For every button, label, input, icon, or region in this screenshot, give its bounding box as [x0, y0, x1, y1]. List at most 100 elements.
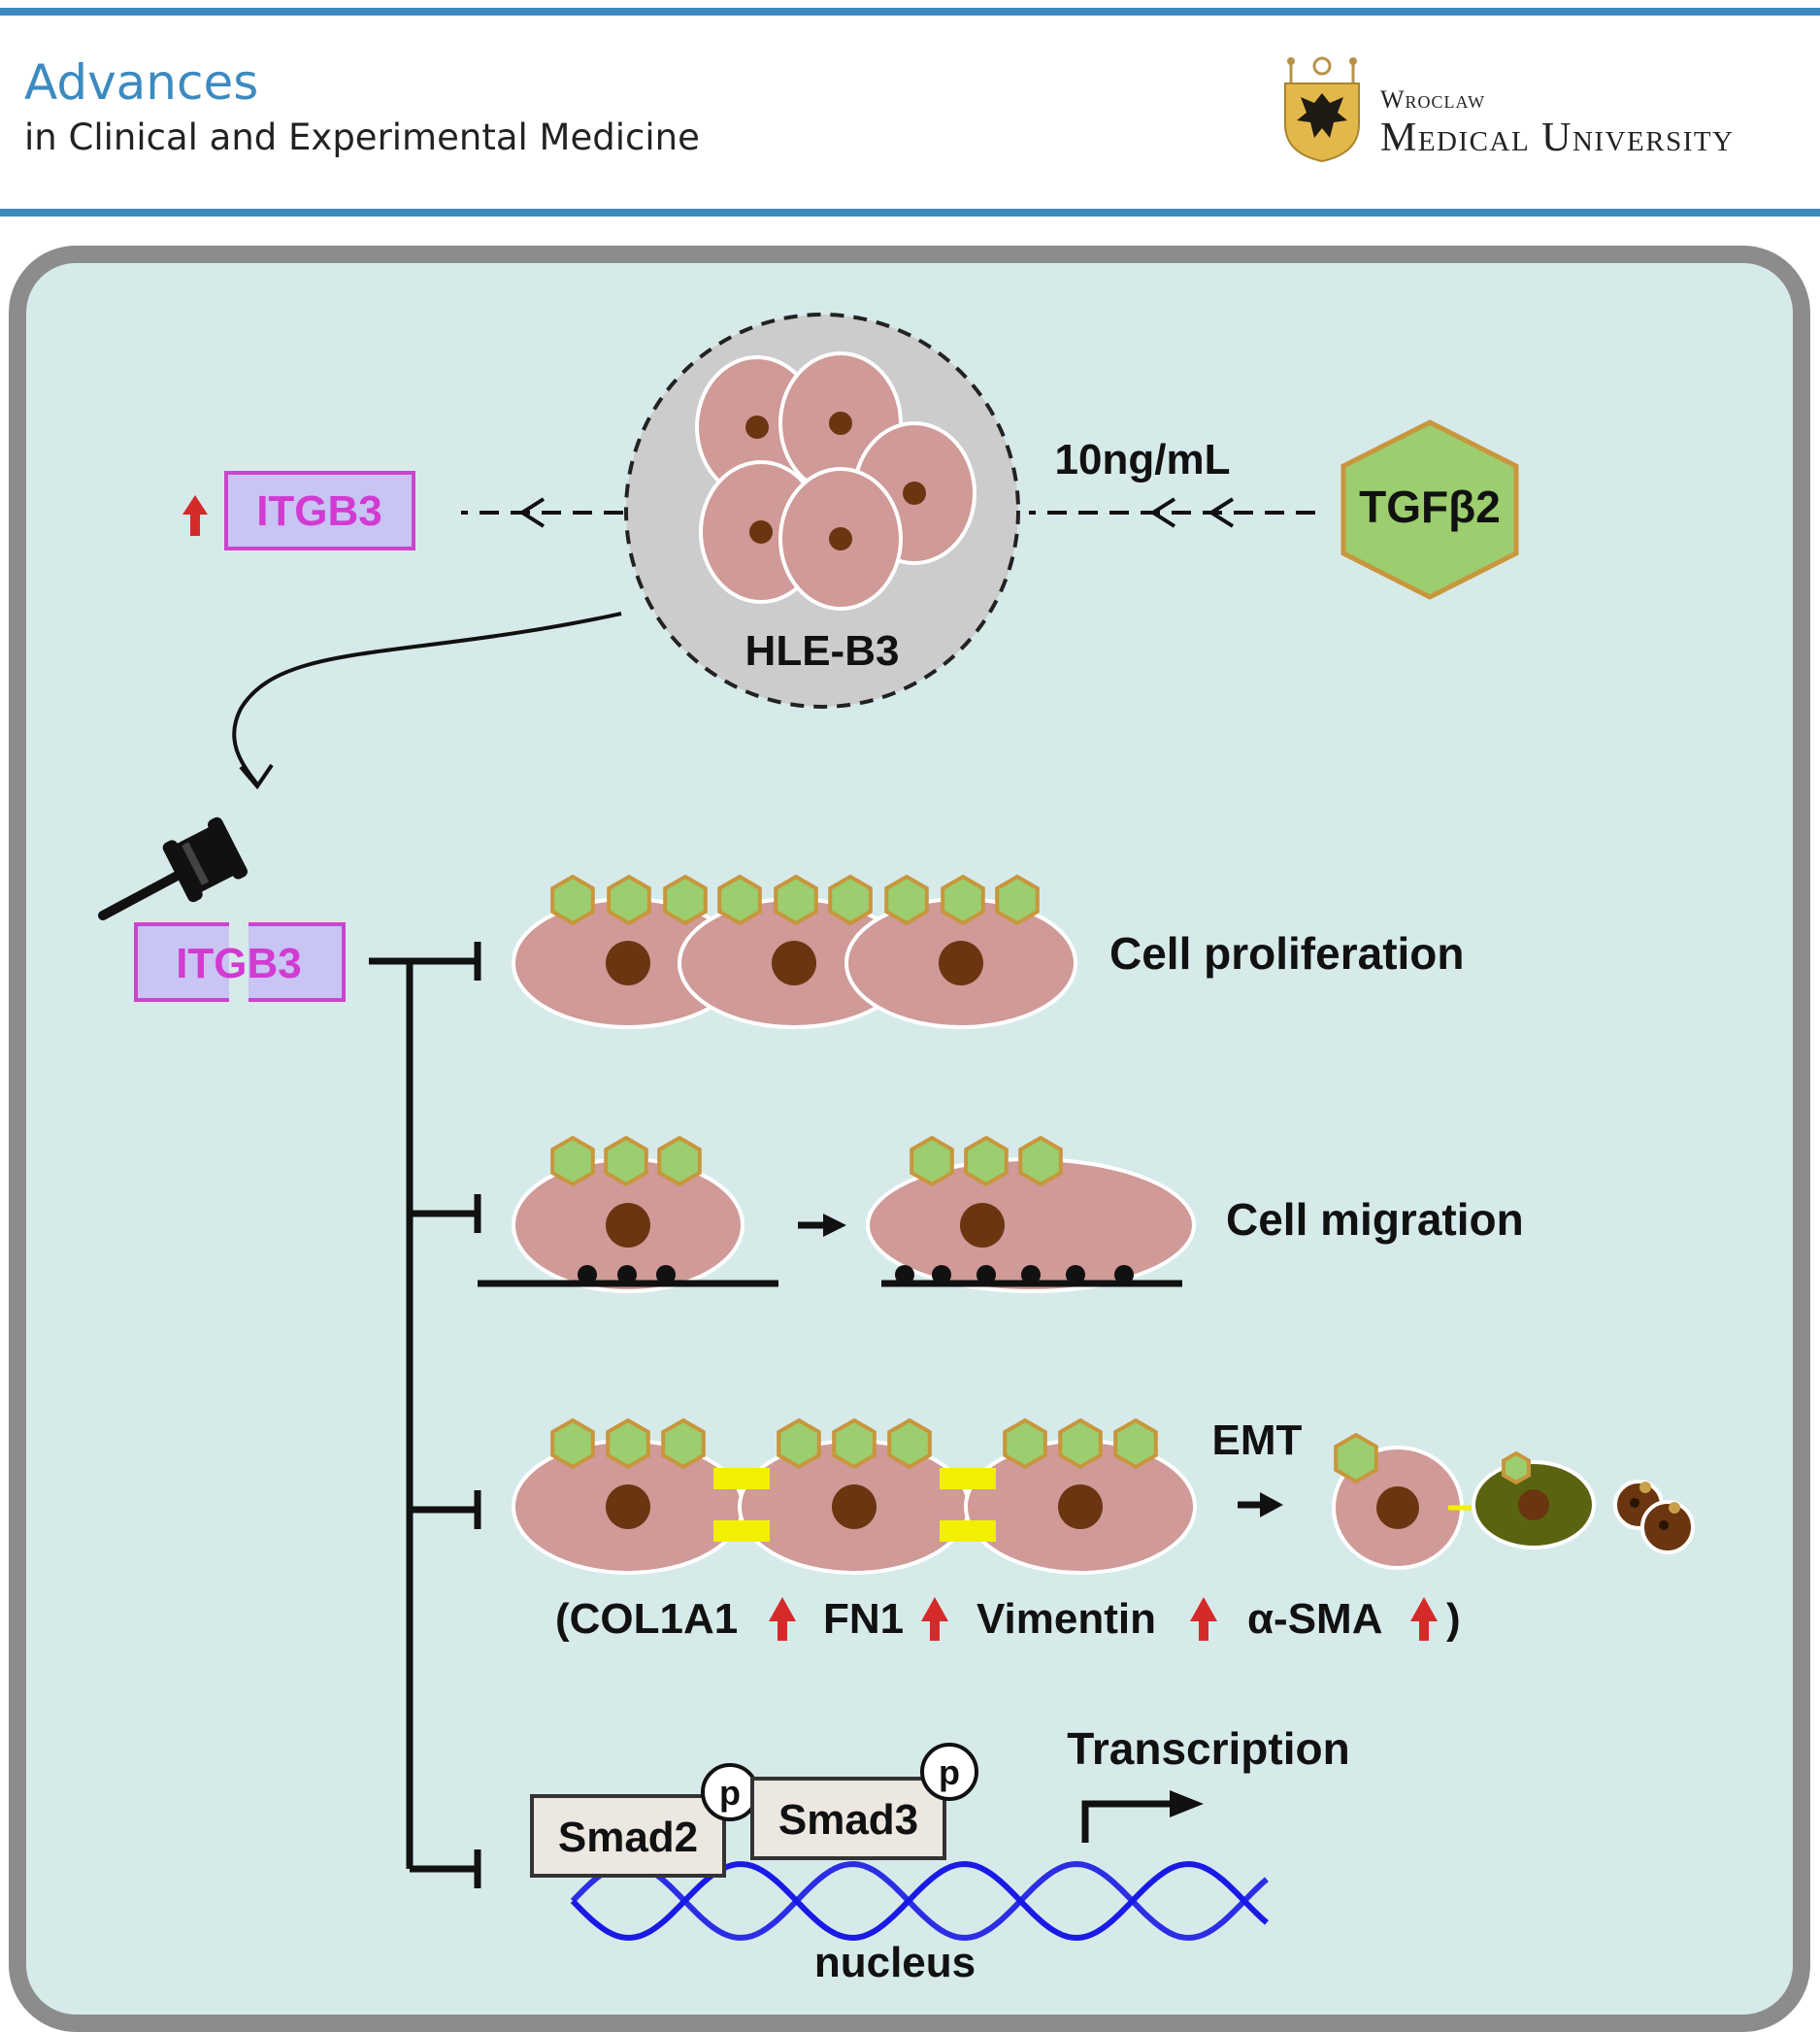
apoptotic-fragment	[1630, 1498, 1639, 1508]
adhesion-dot	[932, 1265, 951, 1284]
curved-arrowhead	[239, 763, 274, 790]
dna-helix	[570, 1860, 1269, 1942]
tgfb2-receptor-hexagon	[884, 874, 929, 926]
phospho-icon	[920, 1743, 978, 1801]
smad3-label: Smad3	[778, 1796, 918, 1844]
apoptotic-fragment	[1639, 1482, 1651, 1493]
adhesion-dot	[976, 1265, 996, 1284]
adhesion-dot	[1114, 1265, 1134, 1284]
cell-nucleus	[749, 520, 773, 544]
adhesion-dot	[656, 1265, 676, 1284]
upregulation-arrow	[461, 497, 623, 528]
apoptotic-fragment	[1669, 1502, 1680, 1514]
tgfb2-receptor-hexagon	[604, 1135, 648, 1187]
tgfb2-receptor-hexagon	[1113, 1417, 1158, 1470]
tgfb2-receptor-hexagon	[995, 874, 1040, 926]
emt-arrowhead	[1260, 1492, 1283, 1517]
tgfb2-receptor-hexagon	[663, 874, 708, 926]
cell-nucleus	[606, 1203, 650, 1248]
tgfb2-receptor-hexagon	[887, 1417, 932, 1470]
stimulus-label: TGFβ2	[1359, 482, 1501, 532]
cell-nucleus	[1376, 1486, 1419, 1529]
tgfb2-receptor-hexagon	[964, 1135, 1009, 1187]
stimulus-arrow	[1029, 497, 1315, 528]
cell-junction	[713, 1520, 770, 1542]
migration-cells	[478, 1135, 1196, 1293]
university-name-line1: Wroclaw	[1380, 85, 1486, 114]
adhesion-dot	[617, 1265, 637, 1284]
smad3-box: Smad3 p	[750, 1743, 978, 1860]
itgb3-up-label: ITGB3	[256, 487, 382, 535]
journal-subtitle: in Clinical and Experimental Medicine	[24, 117, 700, 158]
adhesion-dot	[1021, 1265, 1041, 1284]
emt-label: EMT	[1212, 1416, 1303, 1464]
cell-nucleus	[1518, 1489, 1549, 1520]
nucleus-label: nucleus	[814, 1939, 976, 1986]
cell-junction	[713, 1468, 770, 1489]
marker-close-paren: )	[1446, 1595, 1461, 1643]
diagram-panel	[9, 246, 1810, 2032]
adhesion-dot	[895, 1265, 914, 1284]
itgb3-upregulated-box: ITGB3	[224, 471, 415, 550]
header-bottom-rule	[0, 209, 1820, 217]
cell-nucleus	[1058, 1484, 1103, 1529]
gavel-icon	[98, 816, 248, 920]
tgfb2-receptor-hexagon	[550, 1417, 595, 1470]
apoptotic-fragment	[1659, 1520, 1669, 1530]
tgfb2-receptor-hexagon	[657, 1135, 702, 1187]
adhesion-dot	[578, 1265, 597, 1284]
university-name-line2: Medical University	[1380, 116, 1735, 160]
migration-arrowhead	[823, 1214, 846, 1237]
up-arrow-icon	[769, 1597, 796, 1641]
emt-markers: (COL1A1 FN1 Vimentin α-SMA )	[555, 1595, 1461, 1643]
cell-nucleus	[772, 941, 816, 985]
tgfb2-receptor-hexagon	[1502, 1450, 1531, 1485]
marker-alpha-sma: α-SMA	[1247, 1595, 1382, 1643]
cell-nucleus	[829, 412, 852, 435]
dose-label: 10ng/mL	[1055, 436, 1231, 483]
curved-arrow	[232, 612, 622, 786]
tgfb2-receptor-hexagon	[910, 1135, 954, 1187]
cell-nucleus	[903, 482, 926, 505]
cell-nucleus	[745, 416, 769, 439]
transcription-start-arrow	[1081, 1790, 1204, 1843]
tgfb2-receptor-hexagon	[1003, 1417, 1047, 1470]
up-arrow-icon	[1190, 1597, 1217, 1641]
cell-junction	[940, 1468, 996, 1489]
cell-nucleus	[606, 941, 650, 985]
up-arrow-icon	[921, 1597, 948, 1641]
proliferation-cells	[512, 874, 1077, 1029]
tgfb2-receptor-hexagon	[774, 874, 818, 926]
tgfb2-receptor-hexagon	[606, 1417, 650, 1470]
tgfb2-receptor-hexagon	[777, 1417, 821, 1470]
transcription-label: Transcription	[1067, 1723, 1349, 1774]
cell-line-label: HLE-B3	[745, 627, 900, 675]
itgb3-knockdown-box: ITGB3	[134, 920, 346, 1004]
marker-vimentin: Vimentin	[976, 1595, 1156, 1643]
journal-header: Advances in Clinical and Experimental Me…	[0, 0, 1820, 223]
tgfb2-receptor-hexagon	[832, 1417, 877, 1470]
cell-junction	[940, 1520, 996, 1542]
tgfb2-receptor-hexagon	[1334, 1432, 1378, 1484]
university-crest-icon	[1284, 56, 1360, 163]
tgfb2-receptor-hexagon	[607, 874, 651, 926]
adhesion-dot	[1066, 1265, 1085, 1284]
cell-nucleus	[606, 1484, 650, 1529]
tgfb2-receptor-hexagon	[941, 874, 985, 926]
cell-nucleus	[832, 1484, 877, 1529]
tgfb2-hexagon: TGFβ2	[1340, 419, 1519, 600]
tgfb2-receptor-hexagon	[1058, 1417, 1103, 1470]
tgfb2-receptor-hexagon	[828, 874, 873, 926]
journal-name: Advances	[24, 54, 259, 111]
smad2-label: Smad2	[558, 1814, 698, 1861]
smad2-phospho-label: p	[719, 1773, 741, 1813]
header-top-rule	[0, 8, 1820, 16]
cell-nucleus	[939, 941, 983, 985]
itgb3-knockdown-label: ITGB3	[176, 940, 302, 987]
tgfb2-receptor-hexagon	[661, 1417, 706, 1470]
marker-col1a1: (COL1A1	[555, 1595, 738, 1643]
tgfb2-receptor-hexagon	[1018, 1135, 1063, 1187]
up-arrow-icon	[182, 495, 208, 536]
cell-nucleus	[829, 527, 852, 550]
